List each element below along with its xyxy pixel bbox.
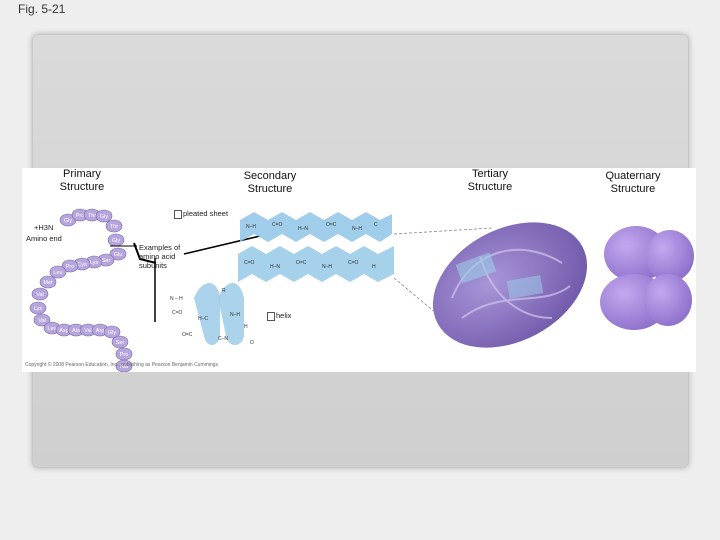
amino-acid-label: Leu	[53, 270, 62, 276]
amino-acid-bead	[105, 219, 123, 233]
secondary-header-line1: Secondary	[243, 170, 297, 182]
amino-acid-label: Ser	[116, 340, 125, 346]
amino-acid-bead	[103, 325, 121, 339]
amino-acid-bead	[61, 259, 79, 273]
primary-header-line1: Primary	[63, 168, 101, 180]
primary-structure-header: Primary Structure	[50, 168, 114, 194]
alpha-symbol-icon	[267, 311, 275, 321]
svg-text:H–N: H–N	[270, 264, 280, 270]
svg-text:H: H	[244, 324, 248, 330]
tertiary-header-line2: Structure	[467, 181, 513, 193]
amino-acid-label: Pro	[66, 264, 75, 270]
svg-text:N – H: N – H	[170, 296, 183, 302]
tertiary-structure-graphic	[432, 222, 588, 348]
amino-acid-label: Thr	[110, 224, 118, 230]
amino-acid-bead	[39, 275, 57, 289]
amino-acid-label: Gly	[64, 218, 73, 224]
amino-acid-bead	[115, 359, 133, 372]
pleated-sheet-text: pleated sheet	[183, 209, 229, 218]
primary-header-line2: Structure	[59, 181, 105, 193]
examples-arrow	[133, 242, 157, 264]
svg-text:O: O	[250, 340, 254, 346]
svg-text:N–H: N–H	[246, 224, 256, 230]
amino-acid-label: Val	[38, 318, 46, 324]
svg-text:N–H: N–H	[230, 312, 240, 318]
alpha-helix-graphic: N – H R C=O H–C N–H O=C C–N H O	[170, 283, 254, 346]
pleated-sheet-graphic: N–H C=O H–N O=C N–H C C=O H–N O=C N–H C=O H	[238, 212, 394, 282]
copyright-text: Copyright © 2008 Pearson Education, Inc.…	[25, 362, 218, 368]
svg-text:C=O: C=O	[348, 260, 359, 266]
tertiary-structure-header: Tertiary Structure	[454, 168, 526, 194]
examples-line2: amino acid	[139, 252, 176, 261]
examples-label: Examples of amino acid subunits	[139, 243, 180, 270]
secondary-structure-header: Secondary Structure	[232, 170, 308, 196]
quaternary-structure-graphic	[600, 226, 694, 330]
amino-acid-bead	[109, 247, 127, 261]
tertiary-header-line1: Tertiary	[471, 168, 509, 180]
amino-acid-label: Ser	[102, 258, 111, 264]
amino-acid-label: Glu	[114, 252, 123, 258]
svg-text:H: H	[372, 264, 376, 270]
amino-acid-bead	[111, 335, 129, 349]
amino-acid-bead	[31, 287, 49, 301]
secondary-header-line2: Structure	[247, 183, 293, 195]
svg-text:C=O: C=O	[172, 310, 183, 316]
svg-text:C–N: C–N	[218, 336, 228, 342]
amino-acid-bead	[29, 301, 47, 315]
amino-acid-label: Val	[36, 292, 44, 298]
svg-text:O=C: O=C	[296, 260, 307, 266]
amino-acid-label: Val	[84, 328, 92, 334]
figure-label: Fig. 5-21	[18, 2, 66, 16]
amino-acid-bead	[33, 313, 51, 327]
svg-text:N–H: N–H	[322, 264, 332, 270]
svg-text:O=C: O=C	[326, 222, 337, 228]
svg-text:H–N: H–N	[298, 226, 308, 232]
svg-text:C=O: C=O	[272, 222, 283, 228]
protein-structure-figure: Primary Structure Secondary Structure Gl…	[22, 168, 696, 372]
svg-text:R: R	[222, 288, 226, 294]
examples-line3: subunits	[139, 261, 167, 270]
amino-acid-label: Lys	[90, 260, 99, 266]
svg-text:H–C: H–C	[198, 316, 208, 322]
guide-line-top	[393, 227, 493, 235]
svg-text:N–H: N–H	[352, 226, 362, 232]
helix-label: helix	[267, 311, 291, 321]
amino-acid-label: Leu	[47, 326, 56, 332]
amino-acid-label: Pro	[76, 213, 85, 219]
amino-end-label: Amino end	[26, 234, 62, 243]
beta-symbol-icon	[174, 209, 182, 219]
amino-acid-label: Thr	[88, 213, 96, 219]
n-terminus-label: +H3N	[34, 223, 54, 232]
quaternary-structure-header: Quaternary Structure	[594, 170, 672, 196]
svg-text:O=C: O=C	[182, 332, 193, 338]
sheet-pointer-line	[183, 235, 261, 255]
amino-acid-bead	[95, 209, 113, 223]
amino-acid-label: Ala	[120, 364, 129, 370]
amino-acid-label: Cys	[77, 262, 87, 268]
quaternary-header-line1: Quaternary	[605, 170, 661, 182]
amino-acid-label: Arg	[96, 328, 105, 334]
amino-acid-label: Met	[43, 280, 53, 286]
svg-text:C: C	[374, 222, 378, 228]
amino-acid-bead	[49, 265, 67, 279]
amino-acid-label: Gly	[112, 238, 121, 244]
pleated-sheet-label: pleated sheet	[174, 209, 228, 219]
amino-acid-label: Gly	[100, 214, 109, 220]
quaternary-header-line2: Structure	[610, 183, 656, 195]
amino-acid-label: Lys	[34, 306, 43, 312]
amino-acid-label: Ala	[72, 328, 81, 334]
helix-text: helix	[276, 311, 292, 320]
svg-text:C=O: C=O	[244, 260, 255, 266]
amino-acid-label: Asp	[59, 328, 68, 334]
examples-line1: Examples of	[139, 243, 181, 252]
amino-acid-label: Gly	[108, 330, 117, 336]
amino-acid-label: Pro	[120, 352, 129, 358]
